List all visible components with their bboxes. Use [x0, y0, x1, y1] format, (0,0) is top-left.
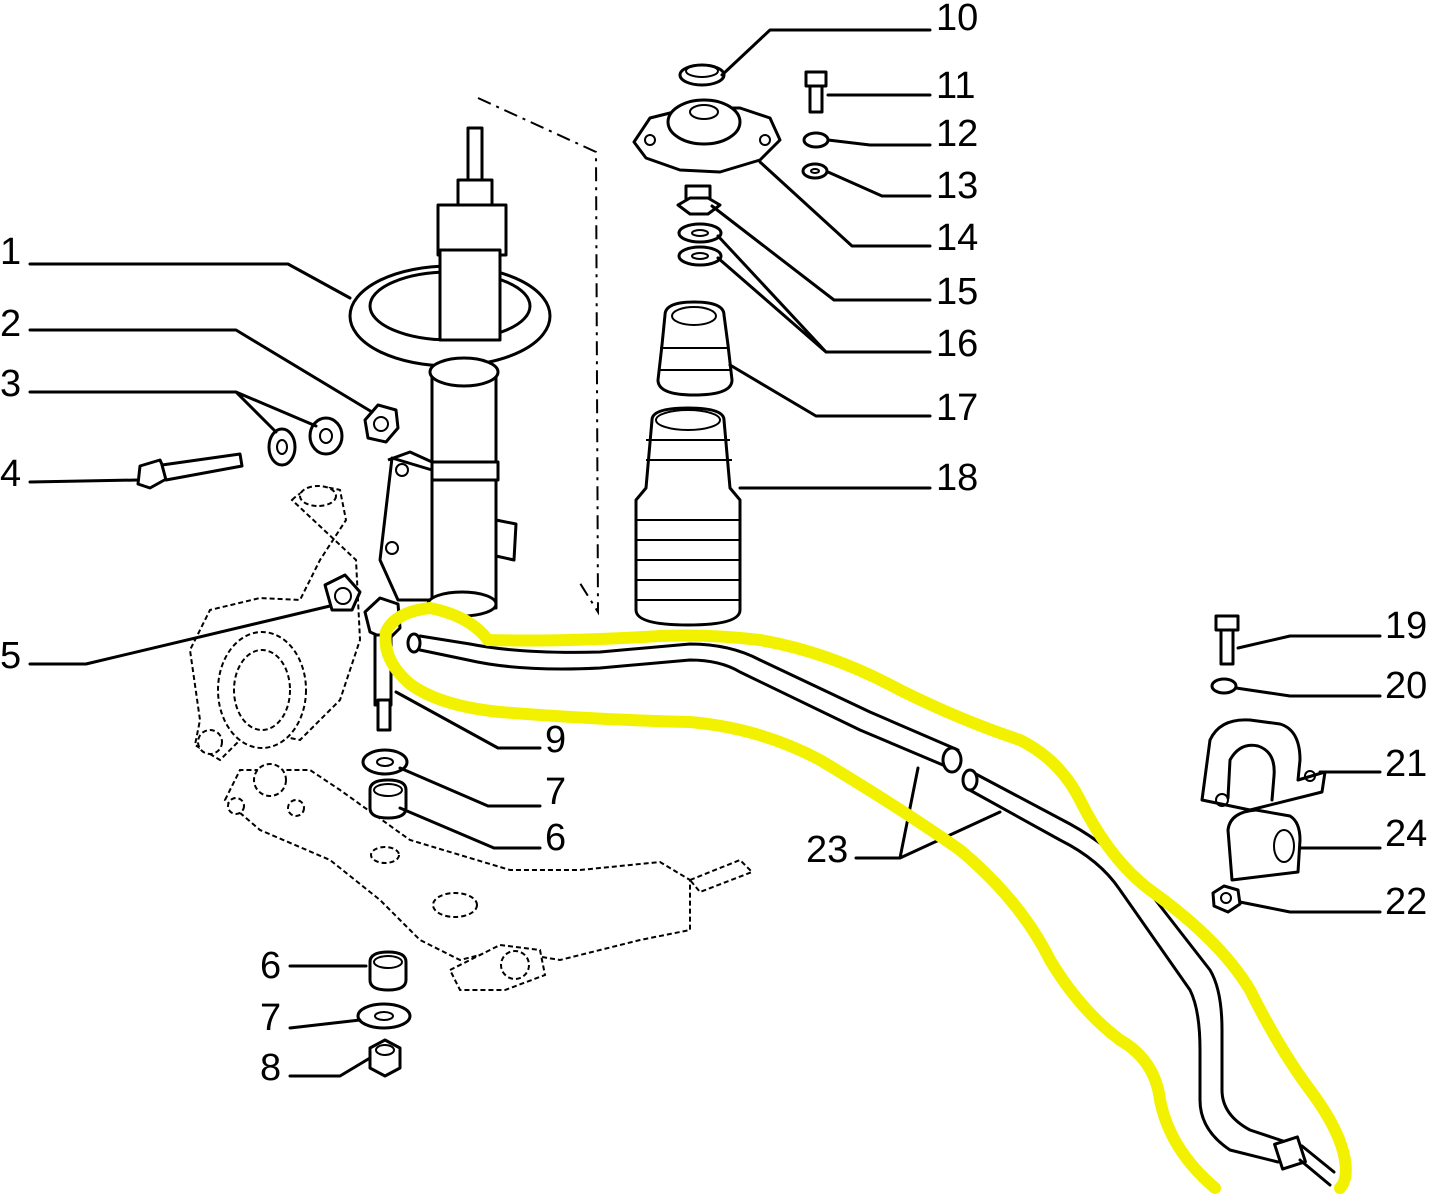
nut-2: [363, 403, 400, 444]
washer-20: [1210, 677, 1238, 695]
callout-8: 8: [260, 1047, 281, 1089]
bolt-4: [136, 452, 244, 490]
bushing-6-lower: [368, 950, 408, 992]
callout-5: 5: [0, 635, 21, 677]
dust-boot-18: [634, 406, 742, 627]
callout-12: 12: [936, 113, 978, 155]
callout-15: 15: [936, 271, 978, 313]
callout-14: 14: [936, 217, 978, 259]
callout-18: 18: [936, 457, 978, 499]
callout-22: 22: [1385, 881, 1427, 923]
washer-13: [801, 162, 829, 180]
callout-11: 11: [936, 65, 975, 107]
washers-3: [267, 416, 344, 467]
bolt-11: [804, 70, 828, 114]
callout-6-lower: 6: [260, 945, 281, 987]
callout-7-lower: 7: [260, 997, 281, 1039]
washer-7-upper: [361, 748, 409, 776]
stabilizer-bar-highlight: [379, 602, 1352, 1194]
callout-23: 23: [806, 829, 848, 871]
callout-19: 19: [1385, 605, 1427, 647]
callout-20: 20: [1385, 665, 1427, 707]
nut-8: [368, 1038, 402, 1078]
shock-absorber-strut: [348, 126, 552, 618]
bushing-6-upper: [368, 778, 408, 820]
steering-knuckle: [188, 485, 362, 762]
callout-4: 4: [0, 453, 21, 495]
washer-7-lower: [356, 1002, 412, 1030]
bolt-19: [1214, 614, 1240, 666]
top-mount-14: [632, 98, 782, 174]
rubber-bushing-24: [1226, 808, 1302, 882]
callout-2: 2: [0, 303, 21, 345]
assembly-outline: [477, 97, 600, 616]
callout-17: 17: [936, 387, 978, 429]
callout-24: 24: [1385, 813, 1427, 855]
callout-3: 3: [0, 363, 21, 405]
callout-9: 9: [545, 719, 566, 761]
clamp-bracket-21: [1200, 718, 1327, 812]
callout-1: 1: [0, 231, 21, 273]
callout-7-upper: 7: [545, 771, 566, 813]
bushing-5: [323, 573, 362, 612]
callout-16: 16: [936, 323, 978, 365]
nut-22: [1211, 884, 1242, 914]
nut-15: [676, 184, 722, 216]
callout-numbers: 1 2 3 4 5 6 6 7 7 8 9 10 11 12 13 14 15 …: [0, 0, 1427, 1089]
cap-10: [678, 63, 726, 87]
lower-control-arm: [223, 763, 754, 991]
callout-13: 13: [936, 165, 978, 207]
callout-10: 10: [936, 0, 978, 39]
lock-washer-12: [802, 131, 830, 149]
callout-21: 21: [1385, 743, 1427, 785]
callout-6-upper: 6: [545, 817, 566, 859]
bump-stop-17: [656, 300, 734, 397]
washers-16: [677, 222, 723, 267]
leader-lines: [28, 28, 1382, 1078]
stabilizer-bar-23: [406, 632, 1336, 1187]
